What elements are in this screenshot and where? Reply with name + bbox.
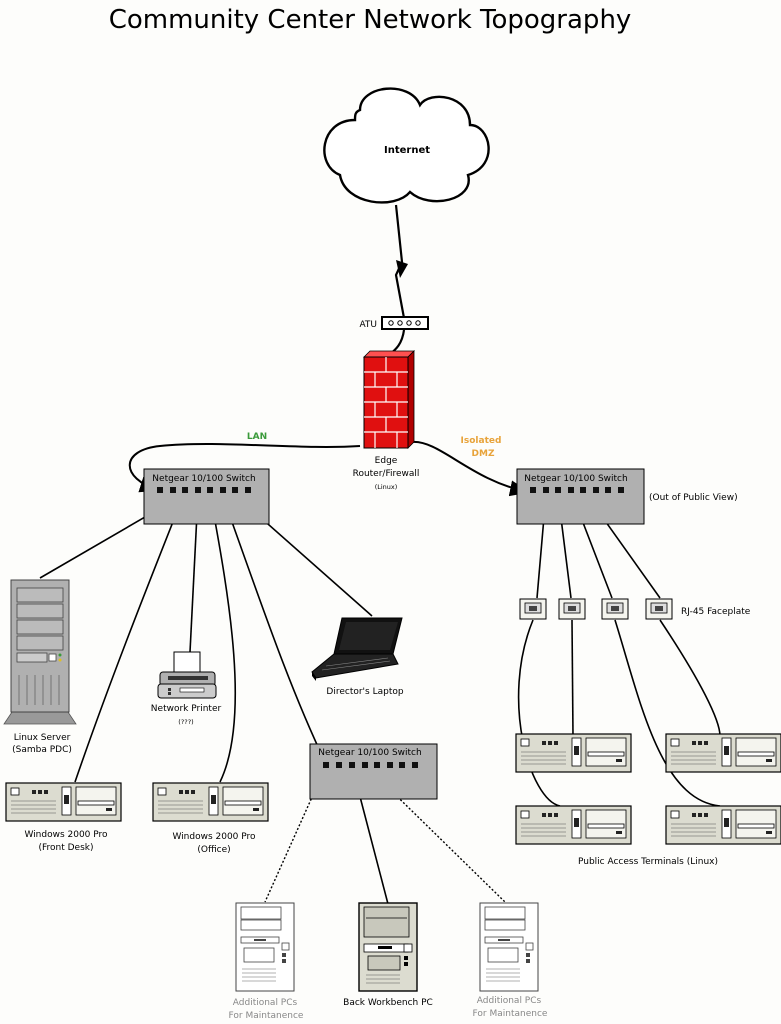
additional-pc-right-line1: Additional PCs bbox=[477, 996, 542, 1006]
dmz-switch-icon bbox=[516, 468, 645, 525]
faceplate-icon bbox=[519, 598, 547, 620]
dmz-switch-label: Netgear 10/100 Switch bbox=[524, 474, 627, 484]
dmz-label-line2: DMZ bbox=[472, 449, 495, 459]
additional-pc-icon bbox=[479, 902, 539, 992]
back-switch-label: Netgear 10/100 Switch bbox=[318, 748, 421, 758]
office-label-line2: (Office) bbox=[197, 845, 230, 855]
printer-icon bbox=[157, 651, 217, 699]
lan-label: LAN bbox=[247, 432, 267, 442]
server-label-line1: Linux Server bbox=[14, 733, 71, 743]
office-pc-icon bbox=[152, 782, 269, 822]
faceplate-label: RJ-45 Faceplate bbox=[681, 607, 751, 617]
server-tower-icon bbox=[3, 579, 77, 725]
diagram-title: Community Center Network Topography bbox=[109, 5, 632, 35]
server-label-line2: (Samba PDC) bbox=[12, 745, 72, 755]
workbench-pc-icon bbox=[358, 902, 418, 992]
terminal-pc-icon bbox=[515, 805, 632, 845]
internet-label: Internet bbox=[384, 145, 430, 156]
additional-pc-left-line1: Additional PCs bbox=[233, 998, 298, 1008]
printer-note: (???) bbox=[178, 718, 193, 726]
additional-pc-icon bbox=[235, 902, 295, 992]
lan-switch-label: Netgear 10/100 Switch bbox=[152, 474, 255, 484]
office-label-line1: Windows 2000 Pro bbox=[172, 832, 256, 842]
printer-label: Network Printer bbox=[151, 704, 222, 714]
terminal-pc-icon bbox=[515, 733, 632, 773]
router-label-line2: Router/Firewall bbox=[353, 469, 420, 479]
atu-label: ATU bbox=[359, 320, 377, 330]
router-label-line1: Edge bbox=[375, 456, 398, 466]
lan-switch-icon bbox=[143, 468, 270, 525]
additional-pc-right-line2: For Maintanence bbox=[473, 1009, 548, 1019]
faceplate-icon bbox=[601, 598, 629, 620]
terminal-pc-icon bbox=[665, 805, 781, 845]
front-desk-label-line2: (Front Desk) bbox=[38, 843, 93, 853]
front-desk-label-line1: Windows 2000 Pro bbox=[24, 830, 108, 840]
router-label-line3: (Linux) bbox=[375, 483, 398, 491]
terminals-label: Public Access Terminals (Linux) bbox=[578, 857, 718, 867]
internet-cloud-icon bbox=[323, 87, 490, 204]
atu-icon bbox=[381, 316, 429, 330]
additional-pc-left-line2: For Maintanence bbox=[229, 1011, 304, 1021]
dmz-label-line1: Isolated bbox=[461, 436, 502, 446]
dmz-switch-note: (Out of Public View) bbox=[649, 493, 738, 503]
terminal-pc-icon bbox=[665, 733, 781, 773]
workbench-label: Back Workbench PC bbox=[343, 998, 433, 1008]
firewall-icon bbox=[363, 350, 415, 449]
laptop-icon bbox=[311, 617, 403, 681]
front-desk-pc-icon bbox=[5, 782, 122, 822]
laptop-label: Director's Laptop bbox=[326, 687, 403, 697]
back-switch-icon bbox=[309, 743, 438, 800]
faceplate-icon bbox=[558, 598, 586, 620]
faceplate-icon bbox=[645, 598, 673, 620]
